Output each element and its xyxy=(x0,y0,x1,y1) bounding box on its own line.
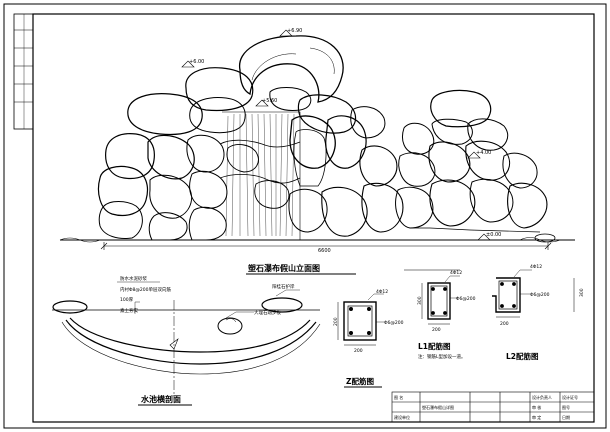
pool-notes: 防水水泥砂浆 内衬Φ8@200单层双向筋 100厚 素土夯实 大理石踏步板 阳桂… xyxy=(120,275,295,316)
l2-height: 300 xyxy=(579,288,585,297)
l1-rebar-section xyxy=(404,269,460,325)
title-block xyxy=(391,391,595,423)
level-right: +4.00 xyxy=(476,150,491,156)
binding-strip xyxy=(13,13,34,130)
z-height: 200 xyxy=(333,317,339,326)
l1-rebar-labels: 4Φ12 Φ6@200 200 300 注：钢筋L型加设一道。 xyxy=(417,270,476,360)
tb-r2c0: 塑石瀑布假山详图 xyxy=(422,404,454,410)
pool-callout-right: 大理石踏步板 xyxy=(254,309,281,316)
tb-r2c2: 审 核 xyxy=(532,404,541,410)
level-mid: +5.60 xyxy=(262,98,277,104)
pool-note-0: 防水水泥砂浆 xyxy=(120,275,147,282)
outer-border xyxy=(3,3,607,429)
l1-section-title: L1配筋图 xyxy=(418,341,451,351)
z-stirrup: Φ6@200 xyxy=(384,320,404,326)
z-bar-top: 4Φ12 xyxy=(376,289,388,295)
title-block-text: 图 名 设计负责人 设计证号 塑石瀑布假山详图 审 核 图号 建设单位 审 定 … xyxy=(394,394,578,420)
l1-stirrup: Φ6@200 xyxy=(456,296,476,302)
z-width: 200 xyxy=(354,348,363,354)
z-rebar-section xyxy=(337,293,384,346)
tb-r2c4: 图号 xyxy=(562,404,570,410)
tb-r3c2: 审 定 xyxy=(532,414,541,420)
pool-section-title: 水池横剖面 xyxy=(140,394,181,404)
tb-r1c4: 设计证号 xyxy=(562,394,578,400)
l2-stirrup: Φ6@200 xyxy=(530,292,550,298)
pool-note-1: 内衬Φ8@200单层双向筋 xyxy=(120,286,171,293)
l2-rebar-section xyxy=(492,269,575,318)
tb-r1c0: 图 名 xyxy=(394,394,403,400)
l1-height: 300 xyxy=(417,296,423,305)
tb-r1c2: 设计负责人 xyxy=(532,394,552,400)
tb-r3c4: 日期 xyxy=(562,414,570,420)
inner-border xyxy=(32,13,595,423)
width-dimension xyxy=(100,242,552,250)
pool-section xyxy=(52,289,321,400)
l1-bar-top: 4Φ12 xyxy=(450,270,462,276)
level-upper-left: +6.00 xyxy=(189,59,204,65)
l2-bar-top: 4Φ12 xyxy=(530,264,542,270)
l1-note: 注：钢筋L型加设一道。 xyxy=(418,353,466,360)
l2-rebar-labels: 4Φ12 Φ6@200 200 300 xyxy=(500,264,585,327)
pool-note-3: 素土夯实 xyxy=(120,307,138,314)
pool-note-2: 100厚 xyxy=(120,297,134,303)
z-rebar-labels: 4Φ12 Φ6@200 200 200 xyxy=(333,289,404,354)
level-base: ±0.00 xyxy=(486,232,501,238)
elevation-title: 塑石瀑布假山立面图 xyxy=(248,263,320,273)
tb-r3c0: 建设单位 xyxy=(394,414,410,420)
pool-callout-top: 阳桂石护岸 xyxy=(272,283,295,290)
l2-section-title: L2配筋图 xyxy=(506,351,539,361)
z-section-title: Z配筋图 xyxy=(346,376,374,386)
width-dimension-text: 6600 xyxy=(318,248,331,254)
elevation-labels: +6.90 +6.00 +5.60 +4.00 ±0.00 xyxy=(189,28,501,238)
l1-width: 200 xyxy=(432,327,441,333)
l2-width: 200 xyxy=(500,321,509,327)
level-top: +6.90 xyxy=(287,28,302,34)
rockery-elevation xyxy=(59,29,575,243)
